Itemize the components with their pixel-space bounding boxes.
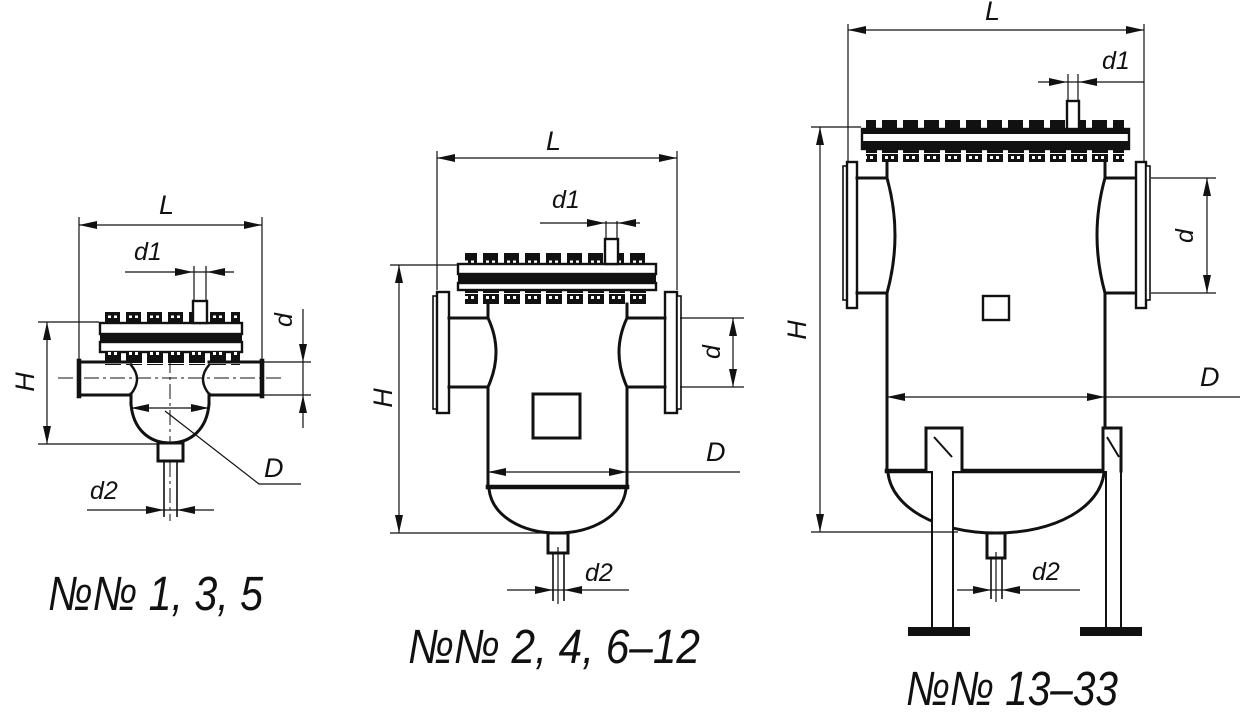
caption-strainer-small: №№ 1, 3, 5 <box>48 568 263 621</box>
dim-label-D: D <box>706 437 726 467</box>
body-nozzle-seam-right <box>201 363 211 396</box>
body-top-walls <box>885 160 1107 180</box>
dim-label-d1: d1 <box>134 238 162 266</box>
flange-band-lower <box>862 141 1129 149</box>
body-nozzle-seam-left <box>129 363 139 396</box>
dim-label-D: D <box>1200 362 1220 392</box>
leg-foot-plate <box>1080 627 1142 636</box>
flange-top-bolts <box>102 312 240 323</box>
dim-label-L: L <box>546 126 561 156</box>
figure-strainer-medium: L d1 H d D <box>368 126 744 674</box>
dim-label-H: H <box>10 372 40 392</box>
flange-band-upper <box>862 129 1129 134</box>
dim-label-D: D <box>264 453 284 483</box>
bottom-bowl <box>886 471 1106 535</box>
dimension-d: d <box>680 317 744 388</box>
body-walls <box>129 392 211 406</box>
dimension-D: D <box>488 437 740 476</box>
body-nozzle-seam-left <box>486 316 498 389</box>
body-nozzle-seam-right <box>617 316 629 389</box>
leg-gusset-line <box>1106 436 1120 458</box>
drain-pipe <box>990 558 1003 599</box>
dimension-L: L <box>436 126 678 290</box>
flange-top-bolts <box>866 120 1124 129</box>
dim-label-H: H <box>368 388 398 408</box>
flange-gasket-band <box>458 274 656 283</box>
dim-label-d2: d2 <box>1032 558 1060 586</box>
dim-label-d: d <box>270 312 298 327</box>
dim-label-d2: d2 <box>90 477 118 505</box>
outlet-pipe-right <box>207 360 264 397</box>
side-pipes <box>447 316 667 389</box>
dim-label-L: L <box>159 190 174 220</box>
dimension-d: d <box>1151 177 1216 294</box>
figure-strainer-small: L d1 H d D <box>10 190 311 621</box>
dim-label-d1: d1 <box>1102 47 1130 75</box>
dimension-d2: d2 <box>957 558 1080 594</box>
side-flange-ring-right <box>676 295 682 410</box>
leg-gusset-line <box>933 436 953 458</box>
dimension-d2: d2 <box>87 477 214 514</box>
flange-bottom-nuts <box>465 290 651 304</box>
drain-pipe <box>552 553 565 601</box>
support-leg-left <box>908 426 970 636</box>
support-leg-right <box>1080 426 1142 636</box>
figure-strainer-large: L d1 H d D <box>782 0 1240 716</box>
dimension-H: H <box>782 126 958 533</box>
inspection-plate <box>981 294 1011 322</box>
dimension-H: H <box>368 264 560 534</box>
dimension-D: D <box>131 404 301 485</box>
flange-upper-plate <box>98 321 244 336</box>
dim-label-L: L <box>985 0 1000 26</box>
body-top-walls <box>486 302 629 320</box>
flange-bottom-nuts <box>102 352 240 365</box>
side-flange-right <box>1134 160 1148 310</box>
vent-nozzle <box>191 299 209 325</box>
side-pipes <box>855 176 1137 295</box>
flange-lower-plate <box>98 340 244 354</box>
leg-bracket <box>1101 426 1123 473</box>
inspection-plate <box>531 392 582 440</box>
vent-nozzle <box>603 237 620 266</box>
body-walls <box>486 385 629 489</box>
flange-lower-plate <box>456 281 658 292</box>
bottom-bowl <box>487 487 628 535</box>
flange-bottom-nuts <box>866 149 1124 162</box>
side-flange-left <box>845 160 859 310</box>
caption-strainer-medium: №№ 2, 4, 6–12 <box>408 621 700 674</box>
side-flange-left <box>435 290 451 415</box>
body-nozzle-seam-left <box>885 176 897 295</box>
flange-gasket-band <box>100 334 242 342</box>
dimension-d1: d1 <box>125 238 234 301</box>
dim-label-d: d <box>1171 228 1199 243</box>
dimension-L: L <box>78 190 263 360</box>
dimension-d1: d1 <box>1038 47 1144 101</box>
dimension-L: L <box>847 0 1145 161</box>
dim-label-d1: d1 <box>552 186 580 214</box>
body-nozzle-seam-right <box>1095 176 1107 295</box>
side-flange-ring-right <box>1145 165 1151 301</box>
dimension-d1: d1 <box>540 186 640 239</box>
drain-boss <box>156 441 185 463</box>
dim-label-d: d <box>698 344 726 359</box>
flange-top-bolts <box>465 253 651 264</box>
leg-foot-plate <box>908 627 970 636</box>
inlet-pipe-left <box>77 360 133 397</box>
dimension-d2: d2 <box>507 559 629 594</box>
caption-strainer-large: №№ 13–33 <box>906 663 1118 716</box>
side-flange-right <box>663 290 679 415</box>
dimension-D: D <box>887 362 1240 401</box>
drain-pipe <box>163 461 178 517</box>
dimension-H: H <box>10 321 158 445</box>
dimension-d: d <box>264 309 311 428</box>
flange-upper-plate <box>456 262 658 276</box>
dim-label-H: H <box>782 320 812 340</box>
vent-nozzle <box>1065 99 1081 131</box>
dim-label-d2: d2 <box>585 559 613 587</box>
